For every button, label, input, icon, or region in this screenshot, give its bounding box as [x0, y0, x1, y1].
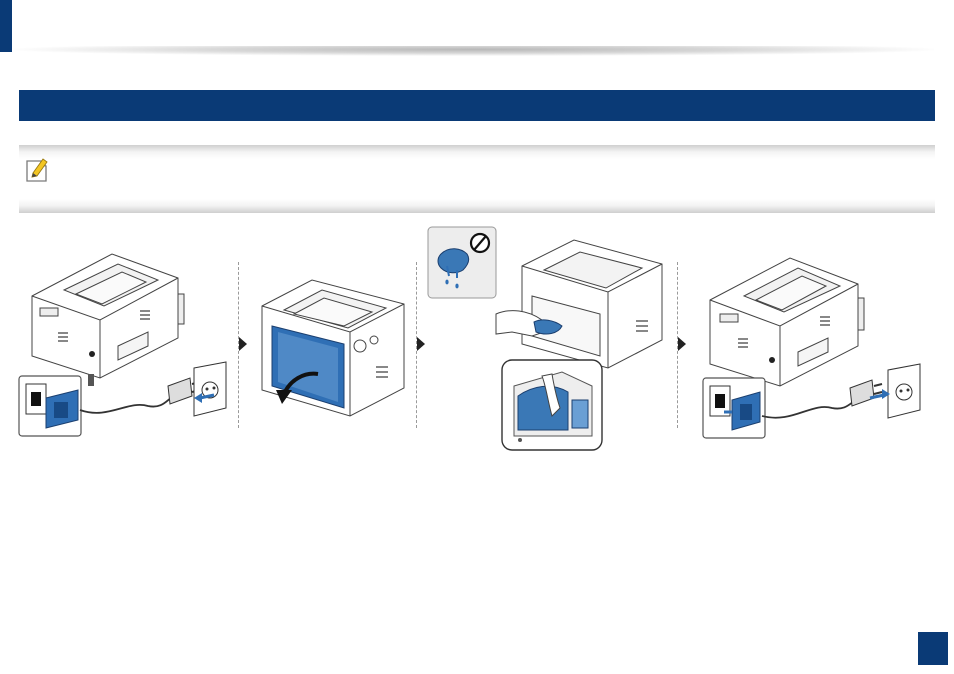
step-arrow-icon — [678, 337, 686, 351]
chapter-tab — [0, 0, 12, 52]
unplug-power-cord-icon — [18, 250, 228, 440]
step-arrow-icon — [239, 337, 247, 351]
header-rule — [14, 46, 934, 56]
pencil-note-icon — [24, 156, 50, 184]
step-arrow-icon — [417, 337, 425, 351]
power-inlet-zoom — [19, 376, 81, 436]
page-number-badge — [918, 632, 948, 665]
wall-outlet — [888, 364, 920, 418]
plug-in-power-cord-icon — [702, 240, 922, 440]
wipe-interior-icon — [492, 236, 672, 452]
open-front-cover-icon — [258, 276, 408, 426]
printer-rear-view — [32, 254, 184, 378]
wall-outlet — [194, 362, 226, 416]
note-box — [19, 145, 935, 213]
no-wet-cloth-icon — [427, 226, 497, 299]
interior-zoom — [502, 360, 602, 450]
section-title-bar — [19, 90, 935, 121]
power-plug — [850, 380, 882, 406]
power-inlet-zoom — [703, 378, 765, 438]
